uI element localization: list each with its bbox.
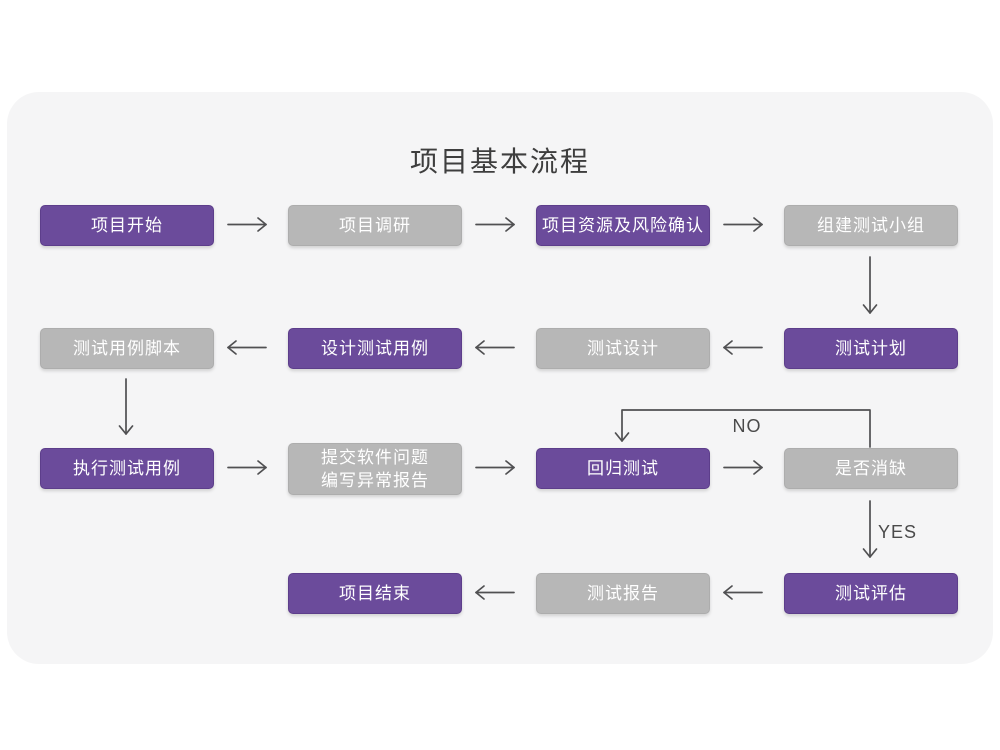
- flow-node-test-case-script: 测试用例脚本: [40, 328, 214, 369]
- flow-node-project-start: 项目开始: [40, 205, 214, 246]
- flow-node-regression-test: 回归测试: [536, 448, 710, 489]
- decision-label-no: NO: [732, 416, 762, 436]
- flow-node-submit-issue-report: 提交软件问题 编写异常报告: [288, 443, 462, 495]
- flow-node-resources-risk-confirm: 项目资源及风险确认: [536, 205, 710, 246]
- flow-node-project-research: 项目调研: [288, 205, 462, 246]
- flow-node-execute-test-cases: 执行测试用例: [40, 448, 214, 489]
- flow-node-project-end: 项目结束: [288, 573, 462, 614]
- flow-node-test-evaluation: 测试评估: [784, 573, 958, 614]
- flowchart-card: [7, 92, 993, 664]
- flow-node-build-test-team: 组建测试小组: [784, 205, 958, 246]
- flow-node-defect-cleared: 是否消缺: [784, 448, 958, 489]
- flow-node-design-test-cases: 设计测试用例: [288, 328, 462, 369]
- flow-node-test-report: 测试报告: [536, 573, 710, 614]
- page-title: 项目基本流程: [409, 146, 590, 177]
- flow-node-test-plan: 测试计划: [784, 328, 958, 369]
- decision-label-yes: YES: [878, 522, 918, 542]
- flow-node-test-design: 测试设计: [536, 328, 710, 369]
